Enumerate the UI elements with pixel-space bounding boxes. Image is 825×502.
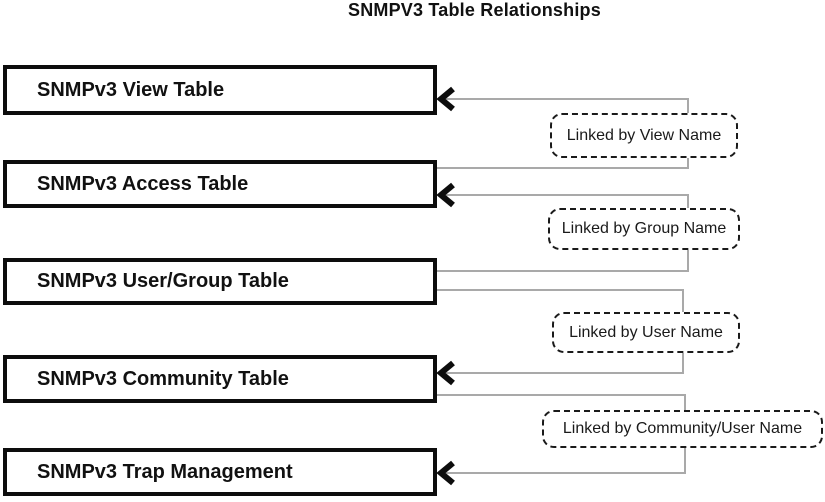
link-label-text: Linked by Community/User Name (562, 420, 803, 437)
connector-community-user-name-upper-segment (437, 394, 686, 410)
link-label-text: Linked by User Name (569, 323, 723, 341)
table-box-view: SNMPv3 View Table (3, 65, 437, 115)
connector-group-name-upper-segment (446, 194, 689, 208)
arrow-left-icon (436, 460, 455, 486)
connector-view-name-lower-segment (437, 157, 689, 169)
table-box-access: SNMPv3 Access Table (3, 160, 437, 208)
connector-view-name-upper-segment (446, 98, 689, 113)
diagram-title: SNMPV3 Table Relationships (348, 0, 601, 20)
table-box-community: SNMPv3 Community Table (3, 355, 437, 403)
connector-community-user-name-lower-segment (446, 447, 686, 474)
link-label-group-name: Linked by Group Name (548, 208, 740, 250)
link-label-community-user-name: Linked by Community/User Name (542, 410, 823, 448)
link-label-text: Linked by Group Name (561, 220, 727, 237)
table-box-label: SNMPv3 Access Table (37, 172, 249, 195)
arrow-left-icon (436, 86, 455, 112)
table-box-label: SNMPv3 Trap Management (37, 460, 293, 483)
connector-group-name-lower-segment (437, 250, 689, 272)
table-box-label: SNMPv3 Community Table (37, 367, 289, 390)
table-box-user-group: SNMPv3 User/Group Table (3, 258, 437, 305)
connector-user-name-lower-segment (446, 353, 684, 374)
connector-user-name-upper-segment (437, 289, 684, 312)
table-box-label: SNMPv3 View Table (37, 78, 225, 101)
link-label-view-name: Linked by View Name (550, 113, 738, 158)
table-box-trap: SNMPv3 Trap Management (3, 448, 437, 496)
arrow-left-icon (436, 182, 455, 208)
link-label-text: Linked by View Name (566, 126, 722, 144)
arrow-left-icon (436, 360, 455, 386)
link-label-user-name: Linked by User Name (552, 312, 740, 353)
table-box-label: SNMPv3 User/Group Table (37, 270, 289, 292)
